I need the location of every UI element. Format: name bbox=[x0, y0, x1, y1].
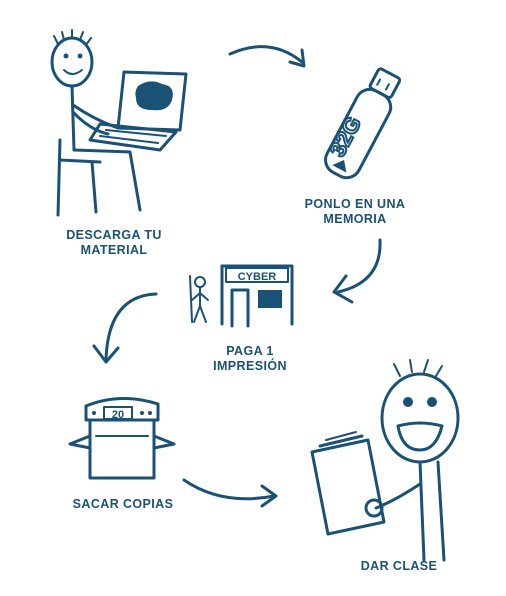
step-label-memoria-line2: MEMORIA bbox=[323, 212, 387, 226]
step-label-memoria-line1: PONLO EN UNA bbox=[304, 197, 406, 211]
arrow-2 bbox=[332, 238, 382, 304]
step-label-memoria: PONLO EN UNA MEMORIA bbox=[290, 197, 420, 227]
step-label-clase: DAR CLASE bbox=[344, 559, 454, 574]
arrow-1 bbox=[228, 45, 306, 68]
step-label-paga: PAGA 1 IMPRESIÓN bbox=[190, 344, 310, 374]
copier-illustration: 20 bbox=[68, 396, 176, 480]
copier-counter-text: 20 bbox=[112, 409, 124, 421]
usb-capacity-text: 32G bbox=[325, 112, 367, 160]
step-label-clase-line1: DAR CLASE bbox=[360, 559, 438, 573]
person-laptop-illustration bbox=[50, 29, 188, 217]
step-label-copias-line1: SACAR COPIAS bbox=[72, 497, 174, 511]
step-label-paga-line2: IMPRESIÓN bbox=[213, 359, 287, 373]
step-label-paga-line1: PAGA 1 bbox=[226, 344, 274, 358]
step-label-descarga: DESCARGA TU MATERIAL bbox=[44, 228, 184, 258]
usb-stick-illustration: 32G bbox=[324, 67, 402, 180]
cyber-cafe-illustration: CYBER bbox=[189, 264, 294, 328]
step-label-copias: SACAR COPIAS bbox=[58, 497, 188, 512]
step-label-descarga-line1: DESCARGA TU bbox=[66, 228, 162, 242]
step-label-descarga-line2: MATERIAL bbox=[80, 243, 148, 257]
teacher-illustration bbox=[310, 359, 460, 562]
arrow-4 bbox=[182, 478, 278, 508]
arrow-3 bbox=[92, 292, 158, 364]
cyber-sign-text: CYBER bbox=[238, 271, 277, 283]
